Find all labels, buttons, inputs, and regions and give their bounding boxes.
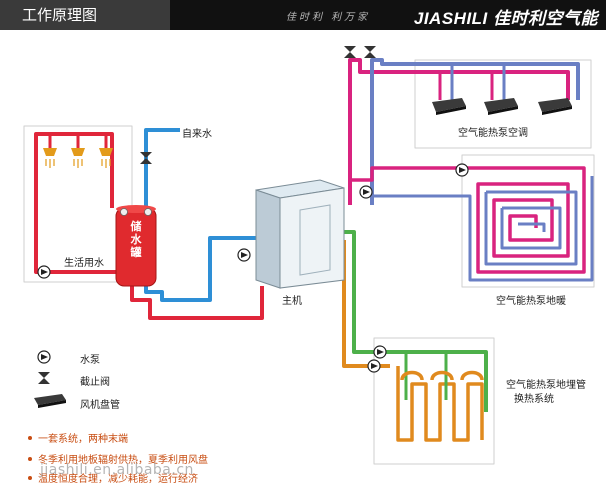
ac-loop [348,58,592,205]
legend-pump-label: 水泵 [80,355,100,366]
shower-branches [48,134,108,148]
note-bullet [28,457,32,461]
legend-valve-label: 截止阀 [80,377,110,388]
ac-room-frame [414,59,592,149]
fan-coil-units [432,98,572,115]
note-bullet [28,436,32,440]
domestic-water-label: 生活用水 [64,258,104,269]
ground-pipe-label-1: 空气能热泵地埋管 [506,380,586,391]
hot-water-pipe-left [34,132,118,274]
shower-heads [43,148,113,156]
tap-water-label: 自来水 [182,129,212,140]
valve-icon [140,46,376,164]
main-unit-label: 主机 [282,296,302,307]
ground-pipe-label-2: 换热系统 [514,394,554,405]
pump-arrows [41,167,466,369]
page-title: 工作原理图 [0,0,170,30]
domestic-water-loop [23,125,264,320]
brand-logo: JIASHILI 佳时利空气能 [413,9,598,28]
legend-icons [34,350,66,408]
tap-water-pipe [144,128,180,208]
slogan: 佳时利 利万家 [286,12,371,23]
legend-fan-coil-label: 风机盘管 [80,400,120,411]
floor-heating-label: 空气能热泵地暖 [496,296,566,307]
note-1: 一套系统，两种末端 [38,434,128,445]
note-bullet [28,476,32,480]
watermark: jiashili.en.alibaba.cn [40,462,194,478]
ground-loop [342,230,495,465]
floor-heating-loop [348,154,595,288]
storage-tank [115,205,157,287]
shower-drops [45,159,111,168]
header-bar: 工作原理图 佳时利 利万家 JIASHILI 佳时利空气能 [0,0,606,30]
ac-label: 空气能热泵空调 [458,128,528,139]
ground-frame [373,337,495,465]
tank-label: 储水罐 [130,220,142,259]
floor-room-frame [461,154,595,288]
note-2: 冬季利用地板辐射供热，夏季利用风盘 [38,455,208,466]
domestic-room-frame [23,125,133,283]
main-unit [255,179,345,289]
note-3: 温度恒度合理，减少耗能，运行经济 [38,474,198,485]
cold-water-feed-pipe [144,236,262,302]
hot-water-return-pipe [130,275,264,320]
